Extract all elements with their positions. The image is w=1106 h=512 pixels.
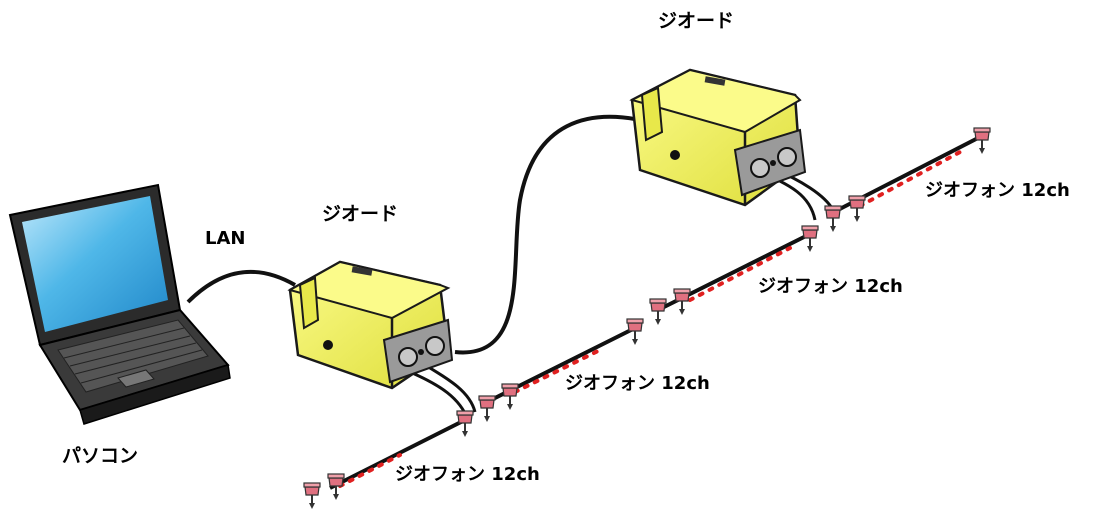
geode-box-icon: [629, 68, 807, 207]
geophone-label-3: ジオフォン 12ch: [565, 373, 710, 394]
pc-label: パソコン: [62, 445, 139, 467]
lan-label: LAN: [205, 228, 246, 249]
geode-box-icon: [287, 260, 454, 390]
spread-dots: [338, 150, 962, 488]
geode-link-cable: [454, 114, 641, 355]
geophone-label-2: ジオフォン 12ch: [758, 276, 903, 297]
laptop-icon: [8, 183, 231, 425]
lan-cable: [186, 269, 296, 304]
geophone-label-4: ジオフォン 12ch: [395, 464, 540, 485]
geophone-label-1: ジオフォン 12ch: [925, 180, 1070, 201]
geode-mid-label: ジオード: [322, 203, 399, 225]
geode-top-label: ジオード: [658, 10, 735, 32]
